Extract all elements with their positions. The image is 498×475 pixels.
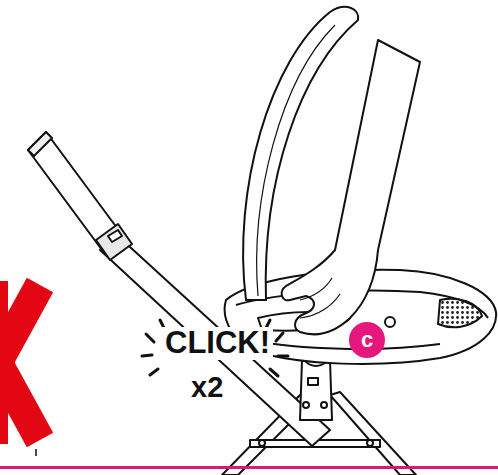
car-seat [225, 7, 496, 364]
callout-circle: c [349, 322, 385, 358]
count-text: x2 [188, 372, 226, 402]
forbidden-cross [0, 281, 40, 456]
click-sparkles [142, 320, 288, 376]
callout-letter: c [361, 329, 373, 351]
bottom-rule [0, 466, 498, 469]
click-text: CLICK! [162, 327, 273, 360]
hand [282, 40, 420, 334]
